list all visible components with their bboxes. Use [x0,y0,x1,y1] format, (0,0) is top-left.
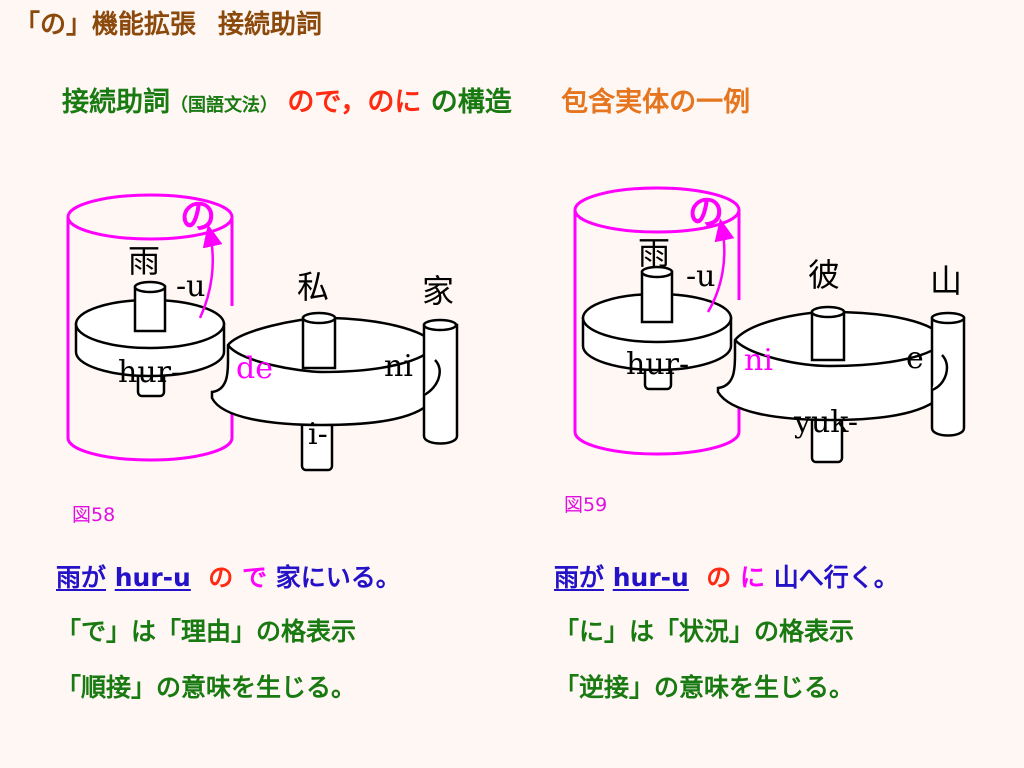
gear-hur-right-icon [581,265,733,391]
title-part-no-kinou: 「の」機能拡張 [14,10,197,40]
arrow-left-icon [198,224,223,319]
diagram-right [573,186,966,464]
subtitle-kouzou: の構造 [430,87,512,118]
label-left-ni: ni [384,349,413,384]
label-right-no: の [688,192,724,233]
label-left-hur: hur- [118,355,181,390]
right-line1: 雨が hur-u の に 山へ行く。 [554,558,899,594]
label-right-hur: hur- [626,347,689,382]
label-right-e: e [906,341,924,376]
arrow-right-icon [706,218,735,313]
right-ni: に [740,563,766,592]
label-right-ame: 雨 [638,234,670,272]
right-ame-ga: 雨が [554,563,605,592]
left-ame-ga: 雨が [56,563,107,592]
label-right-yama: 山 [930,262,962,300]
subtitle-kokugo: （国語文法） [170,95,278,116]
right-rest: 山へ行く。 [773,563,899,592]
label-right-kare: 彼 [808,256,840,294]
left-line2: 「で」は「理由」の格表示 [56,617,357,646]
right-hur-u: hur-u [612,563,689,592]
label-right-ni: ni [744,343,773,378]
label-right-yuk: yuk- [793,405,858,440]
subtitle-setsuzoku: 接続助詞 [62,87,170,118]
subtitle-example: 包含実体の一例 [561,87,751,118]
left-line1: 雨が hur-u の で 家にいる。 [56,558,401,594]
left-line3: 「順接」の意味を生じる。 [56,673,357,702]
right-line2: 「に」は「状況」の格表示 [554,617,855,646]
right-no: の [706,563,732,592]
right-line3: 「逆接」の意味を生じる。 [554,673,855,702]
cylinder-left-icon [66,193,234,462]
label-left-ame: 雨 [128,242,160,280]
subtitle-node-noni: ので，のに [287,87,422,118]
gear-i-left-icon [210,311,459,472]
fig-label-58: 図58 [72,504,116,526]
label-left-no: の [180,196,216,237]
page-title: 「の」機能拡張接続助詞 [14,4,322,41]
diagram-left [66,193,459,472]
left-no: の [208,563,234,592]
subtitle: 接続助詞（国語文法） ので，のに の構造 包含実体の一例 [62,80,750,119]
label-left-i: i- [308,417,328,452]
fig-label-59: 図59 [564,494,608,516]
gear-yuk-right-icon [716,305,966,464]
label-left-u: -u [176,269,205,304]
label-left-de: de [236,351,273,386]
label-right-u: -u [686,259,715,294]
label-left-watashi: 私 [297,268,329,306]
title-part-setsuzoku: 接続助詞 [218,10,323,40]
left-hur-u: hur-u [114,563,191,592]
gear-hur-left-icon [74,280,226,398]
left-rest: 家にいる。 [275,563,401,592]
label-left-ie: 家 [422,272,454,310]
left-de: で [242,563,268,592]
